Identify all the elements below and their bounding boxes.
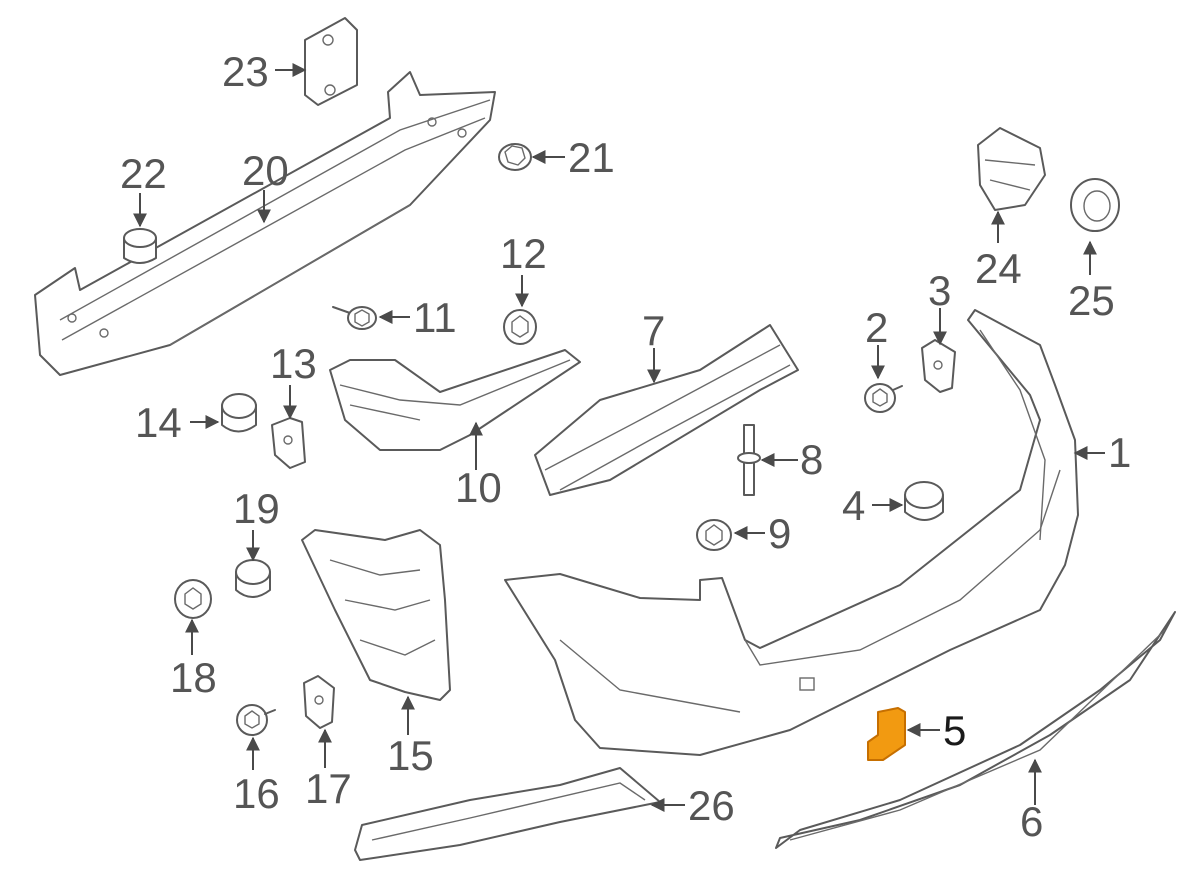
callout-11: 11 [413, 294, 457, 341]
part-21-nut [498, 143, 532, 171]
callout-5: 5 [943, 707, 966, 754]
callout-15: 15 [387, 732, 434, 779]
callout-25: 25 [1068, 277, 1115, 324]
part-8-stud [737, 424, 761, 496]
callout-14: 14 [135, 399, 182, 446]
part-13-clip [271, 417, 306, 469]
part-15-side-bracket [301, 529, 451, 701]
part-19-bushing [235, 559, 271, 598]
callout-24: 24 [975, 245, 1022, 292]
callout-19: 19 [233, 485, 280, 532]
part-11-bolt [332, 306, 377, 330]
part-6-lower-trim [775, 611, 1176, 849]
callout-2: 2 [865, 304, 888, 351]
part-10-bracket [329, 349, 581, 451]
part-20-impact-bar [34, 71, 496, 376]
part-12-nut [503, 309, 537, 345]
callout-10: 10 [455, 464, 502, 511]
part-26-reflector [354, 767, 661, 861]
callout-20: 20 [242, 147, 289, 194]
part-17-clip [303, 675, 335, 729]
callout-22: 22 [120, 150, 167, 197]
part-23-plate [304, 17, 358, 106]
callout-21: 21 [568, 134, 615, 181]
part-24-sensor-holder [977, 127, 1046, 211]
callout-12: 12 [500, 230, 547, 277]
callout-1: 1 [1108, 429, 1131, 476]
leader-lines [133, 63, 1105, 812]
callout-3: 3 [928, 267, 951, 314]
callout-6: 6 [1020, 798, 1043, 845]
callout-13: 13 [270, 340, 317, 387]
callout-23: 23 [222, 48, 269, 95]
callout-16: 16 [233, 770, 280, 817]
callout-18: 18 [170, 654, 217, 701]
callout-8: 8 [800, 436, 823, 483]
part-18-nut [174, 579, 212, 619]
callout-26: 26 [688, 782, 735, 829]
part-9-nut [696, 519, 732, 551]
part-25-grommet [1070, 178, 1120, 232]
callout-17: 17 [305, 765, 352, 812]
part-14-bushing [221, 393, 257, 433]
part-3-clip [921, 339, 956, 393]
part-2-bolt [864, 383, 903, 413]
part-16-bolt [236, 704, 276, 736]
part-1-bumper-cover [504, 309, 1079, 756]
part-5-highlighted-bracket [867, 707, 906, 761]
callout-9: 9 [768, 510, 791, 557]
part-4-bushing [904, 481, 944, 521]
callout-7: 7 [642, 307, 665, 354]
callout-labels: 1 2 3 4 5 6 7 8 9 10 11 12 13 14 15 16 1… [120, 48, 1131, 845]
part-22-bushing [123, 228, 157, 264]
callout-4: 4 [842, 482, 865, 529]
part-7-absorber [534, 324, 799, 496]
